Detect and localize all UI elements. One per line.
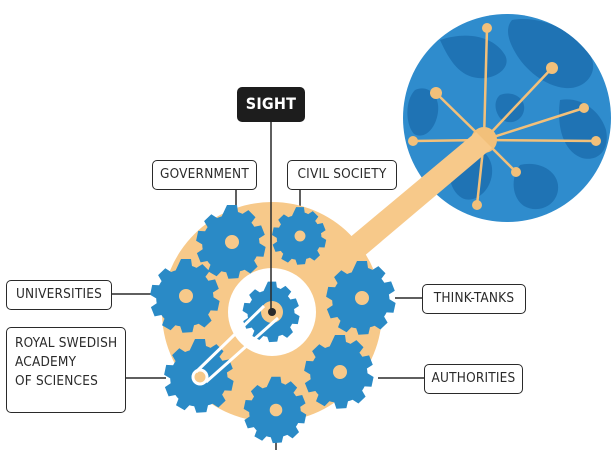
sight-label: SIGHT — [237, 87, 305, 122]
royal-swedish-academy-label: ROYAL SWEDISH ACADEMY OF SCIENCES — [6, 327, 126, 413]
royal-label-line-1: ROYAL SWEDISH — [15, 335, 118, 351]
civil-society-label: CIVIL SOCIETY — [287, 160, 397, 190]
gear-link — [191, 304, 279, 386]
think-tanks-label: THINK-TANKS — [422, 284, 526, 314]
royal-label-line-2: ACADEMY — [15, 354, 77, 370]
authorities-label: AUTHORITIES — [424, 364, 523, 394]
government-label: GOVERNMENT — [152, 160, 257, 190]
universities-label: UNIVERSITIES — [6, 280, 112, 310]
royal-label-line-3: OF SCIENCES — [15, 373, 99, 389]
globe-icon — [403, 14, 611, 222]
